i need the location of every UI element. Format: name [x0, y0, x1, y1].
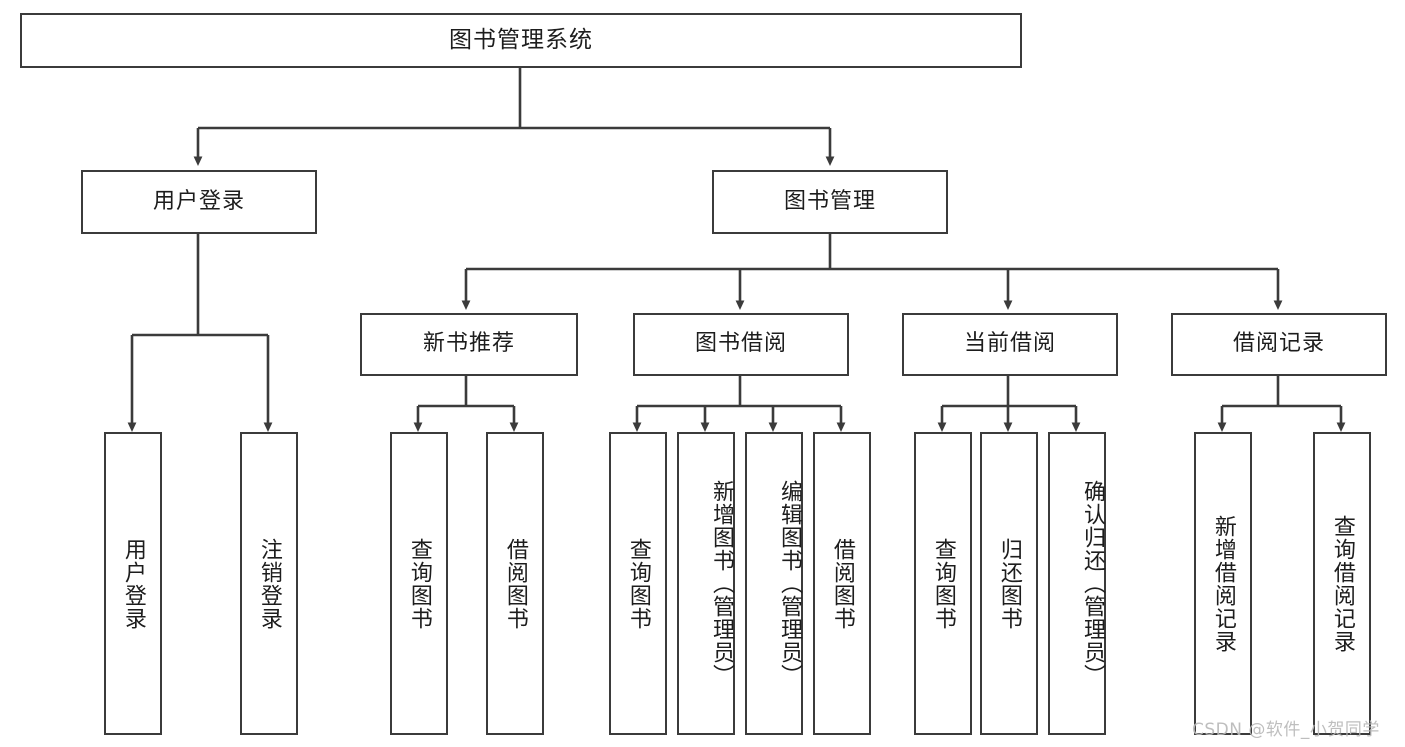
leaf-confirm-return-admin[interactable]: 确认归还（管理员）: [1048, 432, 1106, 735]
leaf-query-book-new-rec[interactable]: 查询图书: [390, 432, 448, 735]
leaf-query-book-borrow[interactable]: 查询图书: [609, 432, 667, 735]
node-book-manage[interactable]: 图书管理: [712, 170, 948, 234]
node-borrow-record[interactable]: 借阅记录: [1171, 313, 1387, 376]
leaf-query-book-current[interactable]: 查询图书: [914, 432, 972, 735]
leaf-return-book[interactable]: 归还图书: [980, 432, 1038, 735]
node-current-borrow[interactable]: 当前借阅: [902, 313, 1118, 376]
leaf-borrow-book-new-rec[interactable]: 借阅图书: [486, 432, 544, 735]
node-book-borrow[interactable]: 图书借阅: [633, 313, 849, 376]
leaf-user-login[interactable]: 用户登录: [104, 432, 162, 735]
leaf-query-borrow-record[interactable]: 查询借阅记录: [1313, 432, 1371, 735]
leaf-borrow-book-borrow[interactable]: 借阅图书: [813, 432, 871, 735]
leaf-add-borrow-record[interactable]: 新增借阅记录: [1194, 432, 1252, 735]
csdn-watermark: CSDN @软件_小贺同学: [1192, 720, 1380, 740]
leaf-edit-book-admin[interactable]: 编辑图书（管理员）: [745, 432, 803, 735]
node-user-login[interactable]: 用户登录: [81, 170, 317, 234]
node-root-system[interactable]: 图书管理系统: [20, 13, 1022, 68]
leaf-add-book-admin[interactable]: 新增图书（管理员）: [677, 432, 735, 735]
leaf-logout[interactable]: 注销登录: [240, 432, 298, 735]
node-new-book-recommend[interactable]: 新书推荐: [360, 313, 578, 376]
